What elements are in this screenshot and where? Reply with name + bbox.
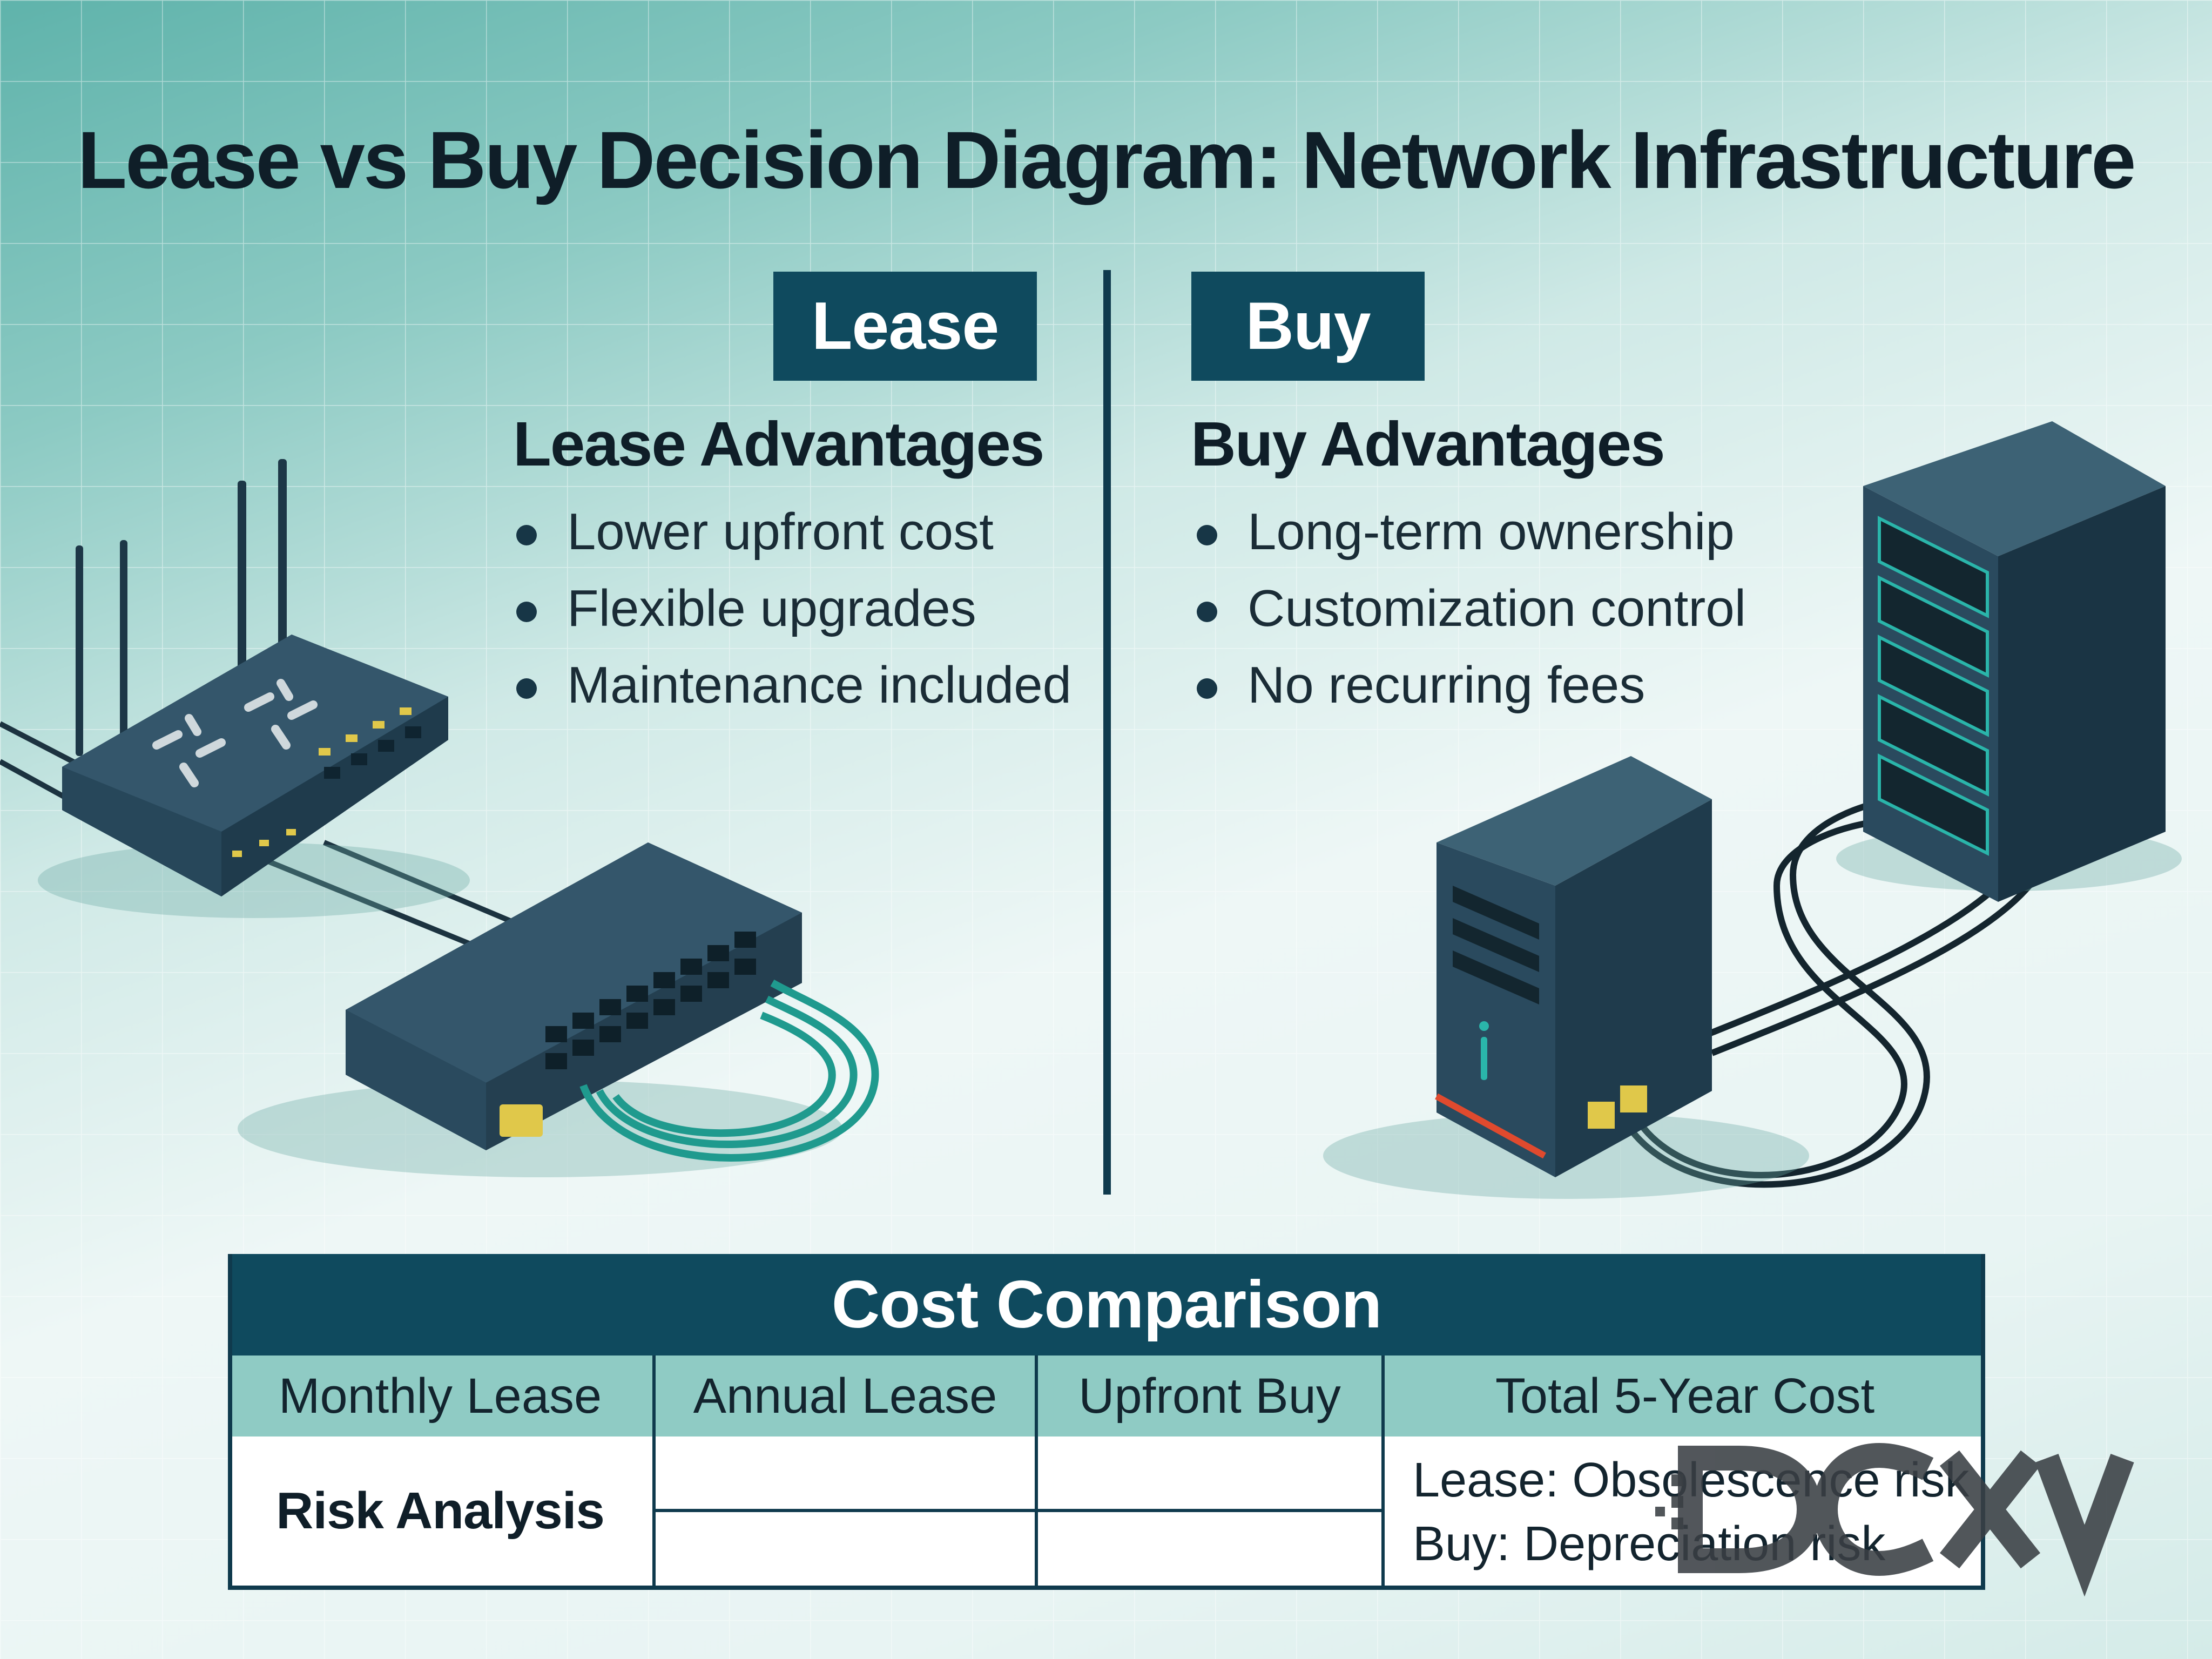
- network-switch-icon: [238, 842, 842, 1177]
- lease-advantage-text: Maintenance included: [567, 656, 1071, 714]
- cost-comparison-table: Cost Comparison Monthly Lease Annual Lea…: [228, 1254, 1985, 1590]
- patch-cable-icon: [579, 979, 879, 1162]
- server-rack-icon: [1836, 421, 2182, 902]
- buy-tag: Buy: [1191, 272, 1425, 381]
- lease-advantages-list: Lower upfront cost Flexible upgrades Mai…: [513, 502, 1071, 732]
- buy-advantages-heading: Buy Advantages: [1191, 409, 1665, 479]
- buy-advantage-text: No recurring fees: [1247, 656, 1645, 714]
- lease-tag: Lease: [773, 272, 1037, 381]
- lease-advantages-heading: Lease Advantages: [513, 409, 1044, 479]
- bullet-icon: [516, 678, 537, 699]
- buy-advantages-list: Long-term ownership Customization contro…: [1193, 502, 1746, 732]
- buy-advantage-text: Long-term ownership: [1247, 503, 1735, 561]
- bullet-icon: [1197, 678, 1217, 699]
- bullet-icon: [516, 602, 537, 622]
- center-divider: [1103, 270, 1111, 1195]
- cost-comparison-title: Cost Comparison: [228, 1254, 1985, 1355]
- list-item: Customization control: [1193, 579, 1746, 656]
- bullet-icon: [516, 525, 537, 545]
- table-header-row: Monthly Lease Annual Lease Upfront Buy T…: [228, 1355, 1985, 1437]
- sfp-module-icon: [500, 1104, 543, 1137]
- lease-advantage-text: Lower upfront cost: [567, 503, 994, 561]
- lease-advantage-text: Flexible upgrades: [567, 579, 976, 637]
- wireless-router-icon: [38, 459, 470, 918]
- bullet-icon: [1197, 525, 1217, 545]
- column-header: Monthly Lease: [228, 1355, 656, 1437]
- page-title: Lease vs Buy Decision Diagram: Network I…: [77, 114, 2136, 205]
- list-item: No recurring fees: [1193, 656, 1746, 732]
- column-header: Annual Lease: [656, 1355, 1038, 1437]
- list-item: Flexible upgrades: [513, 579, 1071, 656]
- list-item: Maintenance included: [513, 656, 1071, 732]
- list-item: Lower upfront cost: [513, 502, 1071, 579]
- buy-advantage-text: Customization control: [1247, 579, 1746, 637]
- cell-divider: [656, 1509, 1385, 1512]
- column-header: Total 5-Year Cost: [1495, 1368, 1875, 1424]
- desktop-server-icon: [1323, 756, 1809, 1199]
- row-label: Risk Analysis: [228, 1437, 656, 1586]
- bullet-icon: [1197, 602, 1217, 622]
- column-header: Upfront Buy: [1038, 1355, 1385, 1437]
- list-item: Long-term ownership: [1193, 502, 1746, 579]
